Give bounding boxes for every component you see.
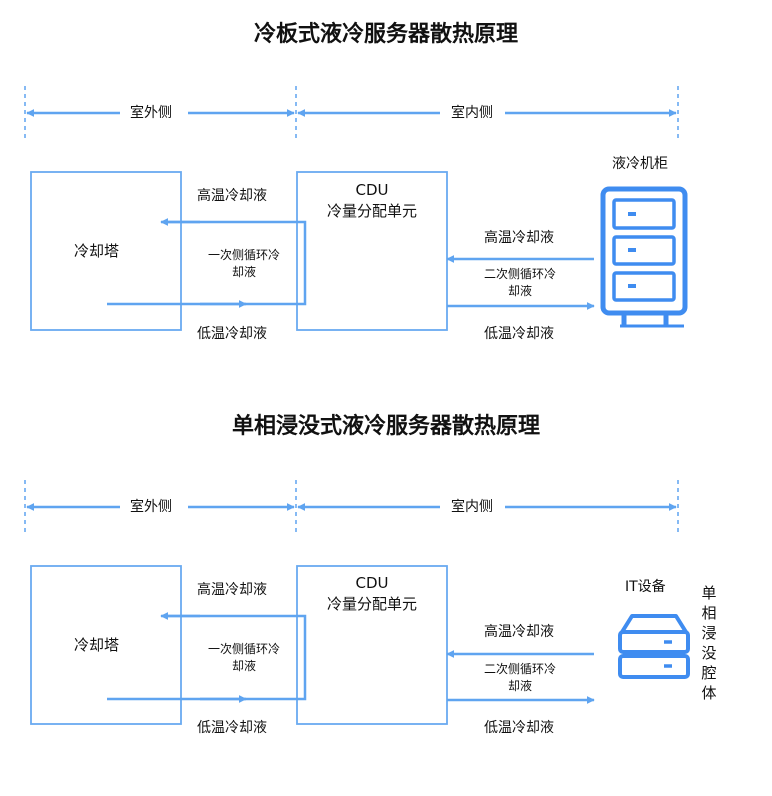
primary-loop-return	[107, 220, 307, 306]
primary-hot-label: 高温冷却液	[197, 582, 267, 598]
primary-loop-label-line2: 却液	[231, 265, 256, 279]
indoor-label: 室内侧	[451, 105, 493, 121]
outdoor-label: 室外侧	[130, 105, 172, 121]
secondary-hot-label: 高温冷却液	[484, 230, 554, 246]
diagram-1-title: 冷板式液冷服务器散热原理	[253, 22, 518, 47]
diagram-1	[24, 86, 688, 331]
cdu-label: CDU	[355, 181, 389, 199]
cdu-box	[296, 171, 448, 331]
primary-loop-label-line1: 一次侧循环冷	[207, 248, 280, 262]
immersion-chamber-label: 单相浸没腔体	[701, 584, 717, 702]
cooling-tower-box	[30, 565, 182, 725]
cdu-box	[296, 565, 448, 725]
it-device-label: IT设备	[625, 579, 666, 595]
secondary-loop-label-line1: 二次侧循环冷	[483, 267, 556, 281]
cooling-tower-box	[30, 171, 182, 331]
secondary-hot-label: 高温冷却液	[484, 624, 554, 640]
diagram-2	[24, 480, 690, 725]
primary-cold-label: 低温冷却液	[197, 720, 267, 736]
cdu-label: CDU	[355, 574, 389, 592]
outdoor-label: 室外侧	[130, 499, 172, 515]
server-cabinet-icon	[600, 186, 688, 328]
primary-cold-label: 低温冷却液	[197, 326, 267, 342]
cooling-tower-label: 冷却塔	[74, 242, 120, 260]
secondary-loop-label-line2: 却液	[507, 284, 532, 298]
primary-hot-label: 高温冷却液	[197, 188, 267, 204]
server-rack-icon	[618, 614, 690, 679]
indoor-label: 室内侧	[451, 499, 493, 515]
secondary-cold-label: 低温冷却液	[484, 720, 554, 736]
secondary-loop-label-line1: 二次侧循环冷	[483, 662, 556, 676]
primary-loop-label-line1: 一次侧循环冷	[207, 642, 280, 656]
cabinet-label: 液冷机柜	[612, 156, 668, 172]
primary-loop-label-line2: 却液	[231, 659, 256, 673]
diagram-2-title: 单相浸没式液冷服务器散热原理	[231, 414, 540, 439]
cooling-tower-label: 冷却塔	[74, 636, 120, 654]
cdu-description: 冷量分配单元	[326, 202, 417, 220]
secondary-cold-label: 低温冷却液	[484, 326, 554, 342]
cdu-description: 冷量分配单元	[326, 595, 417, 613]
secondary-loop-label-line2: 却液	[507, 679, 532, 693]
